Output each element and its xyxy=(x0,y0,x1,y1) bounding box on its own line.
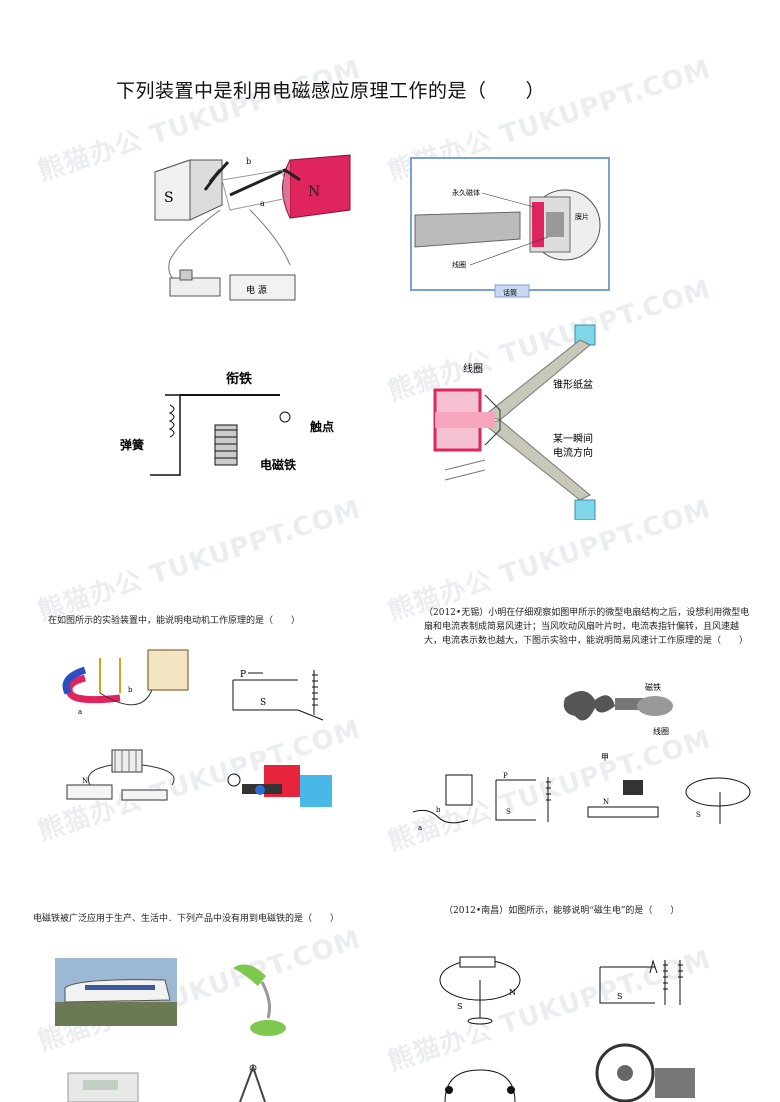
opt-b-p-label: P xyxy=(503,772,508,780)
coil-n-label: N xyxy=(509,988,516,997)
opt-a-b-label: b xyxy=(436,806,441,814)
figure-battery-compass-circuit: N xyxy=(66,749,175,801)
opt-d-s-label: S xyxy=(696,811,701,819)
coil-s-label: S xyxy=(457,1002,462,1011)
figure-microphone: 话筒 膜片 永久磁体 线圈 xyxy=(410,157,610,298)
figure-motor-magnets xyxy=(227,765,332,807)
switch-s-label-2: S xyxy=(617,992,622,1001)
figure-induction-coil: S N b a 电 源 xyxy=(154,154,351,301)
armature-label: 衔铁 xyxy=(226,371,252,387)
question-wind-speed-meter: （2012•无锡）小明在仔细观察如图甲所示的微型电扇结构之后，设想利用微型电扇和… xyxy=(424,608,750,646)
current-label-2: 电流方向 xyxy=(553,446,593,459)
figure-micro-fan: 磁铁 线圈 甲 xyxy=(563,682,673,762)
photo-meter xyxy=(67,1072,139,1102)
contact-label: 触点 xyxy=(310,419,334,434)
photo-crane-hook xyxy=(239,1064,266,1102)
page-title: 下列装置中是利用电磁感应原理工作的是（ ） xyxy=(116,80,546,102)
photo-desk-lamp xyxy=(233,964,286,1036)
wire-a-label: a xyxy=(78,708,82,716)
question-electromagnet-products: 电磁铁被广泛应用于生产、生活中．下列产品中没有用到电磁铁的是（ ） xyxy=(33,914,340,924)
current-label-1: 某一瞬间 xyxy=(553,432,593,445)
figure-wind-options: b a P S N S xyxy=(412,772,751,832)
power-label: 电 源 xyxy=(246,284,267,296)
fan-coil-label: 线圈 xyxy=(653,726,669,736)
wire-b-label: b xyxy=(128,686,133,694)
permanent-magnet-label: 永久磁体 xyxy=(452,188,480,197)
switch-s-label: S xyxy=(260,698,266,708)
opt-a-a-label: a xyxy=(418,824,422,832)
diaphragm-label: 膜片 xyxy=(575,212,589,221)
figure-electromagnet-circuit: P S xyxy=(232,670,324,721)
mic-caption: 话筒 xyxy=(503,288,517,297)
watermark: 熊猫办公 TUKUPPT.COM xyxy=(34,494,365,628)
question-motor-principle: 在如图所示的实验装置中，能说明电动机工作原理的是（ ） xyxy=(48,616,301,626)
photo-maglev-train xyxy=(55,958,177,1026)
figure-generator-wheel xyxy=(595,1043,695,1102)
slider-p-label: P xyxy=(240,670,246,680)
coil-label: 线圈 xyxy=(452,260,466,269)
question-magnet-generates-electricity: （2012•南昌）如图所示，能够说明“磁生电”的是（ ） xyxy=(444,906,680,916)
pole-n-label: N xyxy=(82,777,88,785)
magnet-s-label: S xyxy=(164,190,174,206)
spring-label: 弹簧 xyxy=(120,437,144,452)
figure-speaker: 线圈 锥形纸盆 某一瞬间 电流方向 xyxy=(433,324,596,520)
electromagnet-label: 电磁铁 xyxy=(260,457,296,472)
cone-label: 锥形纸盆 xyxy=(553,378,593,391)
fan-magnet-label: 磁铁 xyxy=(645,682,661,692)
magnet-n-label: N xyxy=(308,184,320,200)
figure-wire-in-field xyxy=(444,1069,516,1102)
opt-b-s-label: S xyxy=(506,808,511,816)
wire-a-label: a xyxy=(260,199,265,208)
opt-c-n-label: N xyxy=(603,798,609,806)
figure-electromagnet-switch: S xyxy=(599,959,683,1005)
figure-horseshoe-magnet-circuit: a b xyxy=(62,649,189,716)
wire-b-label: b xyxy=(246,157,251,166)
figure-electric-bell: 衔铁 弹簧 触点 电磁铁 xyxy=(120,371,334,476)
fan-caption: 甲 xyxy=(601,753,609,762)
figure-coil-magnet-rotation: S N xyxy=(439,956,521,1025)
speaker-coil-label: 线圈 xyxy=(463,362,483,375)
